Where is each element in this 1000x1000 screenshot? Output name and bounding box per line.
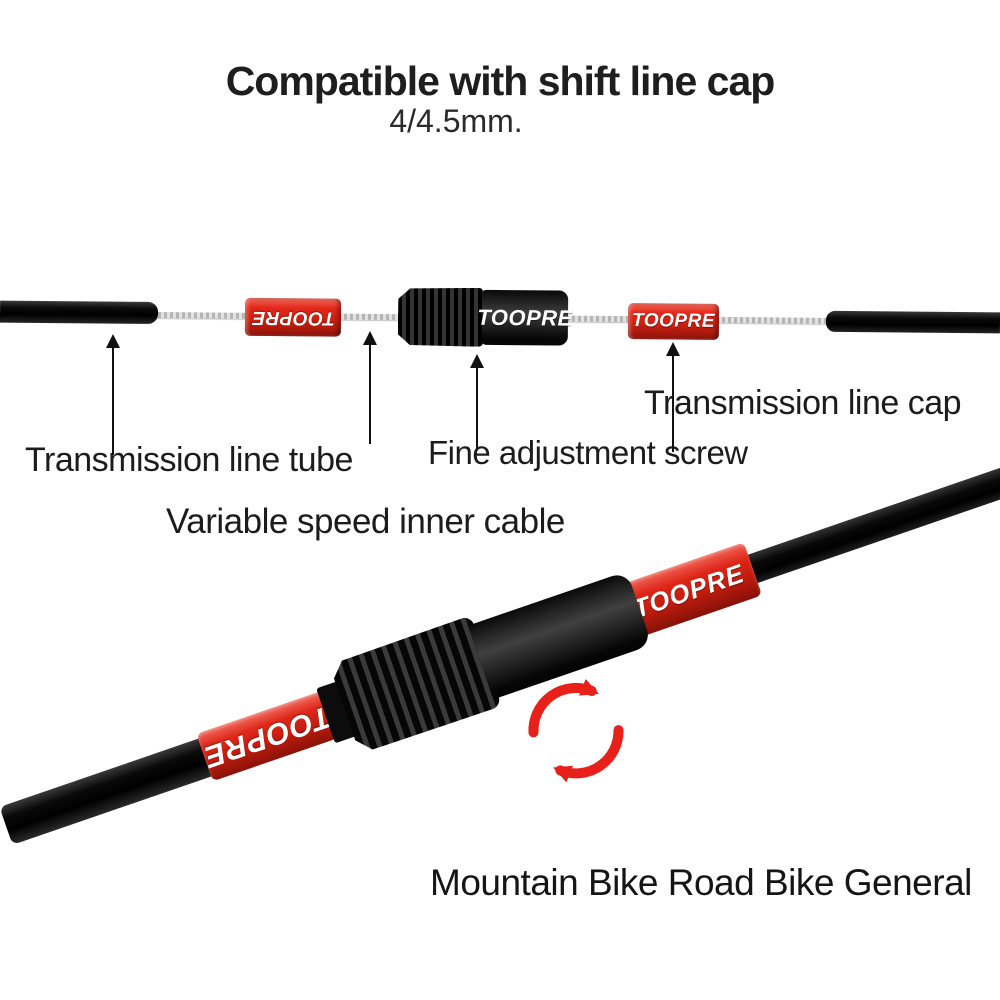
line-cap-lower: TOOPRE [196, 691, 338, 782]
cable-assembly-diagonal: TOOPRE TOOPRE [0, 415, 1000, 873]
cable-assembly-horizontal: TOOPRE TOOPRE TOOPRE [0, 284, 1000, 353]
page-title: Compatible with shift line cap [225, 58, 776, 104]
fine-adjustment-screw-barrel: TOOPRE [477, 289, 573, 346]
adjuster-knurl [398, 287, 485, 347]
housing-tube-upper [744, 448, 1000, 585]
brand-logo: TOOPRE [631, 310, 716, 332]
line-cap-left: TOOPRE [244, 297, 342, 337]
transmission-line-tube-right [825, 310, 1000, 334]
label-variable-speed-inner-cable: Variable speed inner cable [166, 502, 565, 541]
line-cap-right: TOOPRE [627, 303, 720, 340]
brand-logo: TOOPRE [477, 304, 573, 331]
transmission-line-tube-left [0, 300, 159, 325]
brand-logo: TOOPRE [629, 557, 748, 624]
label-fine-adjustment-screw: Fine adjustment screw [428, 434, 748, 471]
rotation-indicator [520, 663, 632, 800]
housing-tube-lower [0, 736, 217, 845]
clockwise-rotation-arrows-icon [528, 678, 624, 783]
label-transmission-line-cap: Transmission line cap [644, 384, 962, 422]
page-subtitle: 4/4.5mm. [389, 103, 523, 139]
brand-logo: TOOPRE [251, 306, 335, 329]
footer-caption: Mountain Bike Road Bike General [430, 862, 972, 903]
label-transmission-line-tube: Transmission line tube [25, 441, 353, 479]
brand-logo: TOOPRE [199, 699, 335, 774]
